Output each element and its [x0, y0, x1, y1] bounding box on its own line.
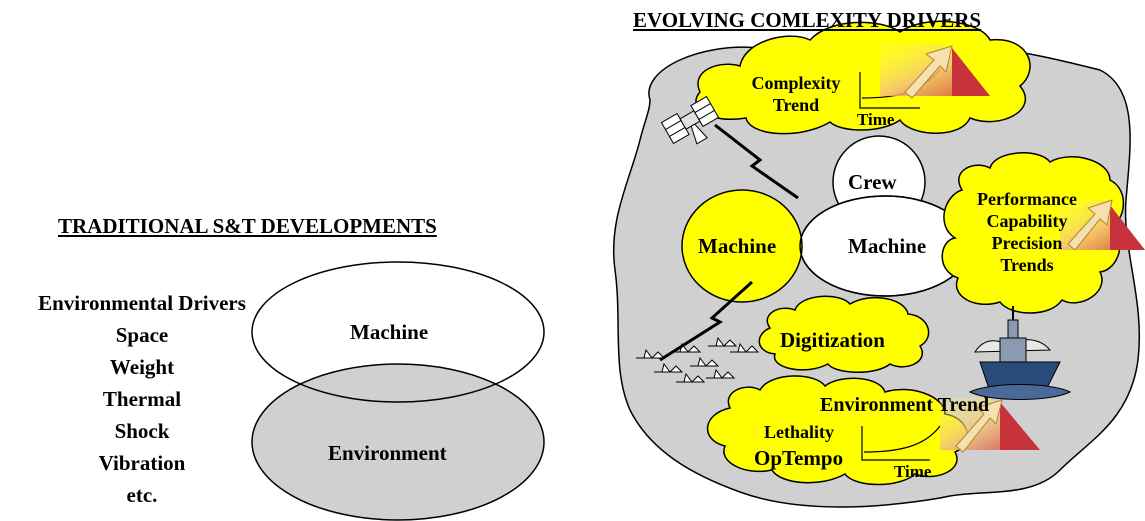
traditional-venn: [251, 261, 545, 521]
machine-label-left: Machine: [698, 234, 777, 258]
lightning-link-icon: [659, 280, 754, 362]
trend-arrow-icon: [1060, 199, 1145, 251]
digitization-label: Digitization: [780, 328, 885, 352]
trend-arrow-icon: [940, 398, 1040, 453]
performance-line: Capability: [986, 211, 1068, 231]
driver-item: Space: [115, 323, 169, 347]
driver-item: Weight: [109, 355, 175, 379]
environment-cloud: [706, 375, 969, 486]
driver-item: Vibration: [98, 451, 186, 475]
driver-item: Thermal: [102, 387, 182, 411]
environment-time-label: Time: [894, 462, 932, 481]
environment-trend-title: Environment Trend: [820, 394, 990, 416]
performance-line: Performance: [977, 189, 1077, 209]
satellite-icon: [660, 95, 720, 145]
warship-icon: [968, 306, 1072, 400]
performance-trends-label: Performance Capability Precision Trends: [958, 188, 1096, 276]
lightning-link-icon: [714, 123, 799, 200]
performance-line: Precision: [991, 233, 1063, 253]
complexity-label-line2: Trend: [772, 95, 820, 115]
digitization-cloud: [758, 295, 930, 373]
evolving-title: EVOLVING COMLEXITY DRIVERS: [633, 8, 982, 32]
lethality-label: Lethality: [764, 422, 834, 442]
machine-label-right: Machine: [848, 234, 927, 258]
complexity-trend-label: Complexity Trend: [746, 72, 846, 116]
machine-ellipse: [251, 261, 545, 403]
performance-cloud: [941, 152, 1125, 314]
driver-heading: Environmental Drivers: [38, 291, 246, 315]
environment-curve: [863, 425, 941, 453]
environment-axis: [861, 426, 930, 461]
environment-label: Environment: [328, 441, 447, 465]
trend-arrow-icon: [880, 44, 990, 99]
driver-item: etc.: [126, 483, 158, 507]
environmental-drivers-list: Environmental Drivers Space Weight Therm…: [8, 287, 276, 511]
machine-yellow-ellipse: [681, 189, 803, 303]
crew-label: Crew: [848, 170, 897, 194]
driver-item: Shock: [114, 419, 170, 443]
traditional-title: TRADITIONAL S&T DEVELOPMENTS: [58, 214, 437, 238]
complexity-axis: [859, 72, 920, 109]
optempo-label: OpTempo: [754, 446, 844, 470]
environment-ellipse: [251, 363, 545, 521]
complexity-time-label: Time: [857, 110, 895, 129]
complexity-label-line1: Complexity: [751, 73, 841, 93]
performance-line: Trends: [1000, 255, 1054, 275]
machine-label: Machine: [350, 320, 429, 344]
jet-formation-icon: [636, 336, 760, 383]
